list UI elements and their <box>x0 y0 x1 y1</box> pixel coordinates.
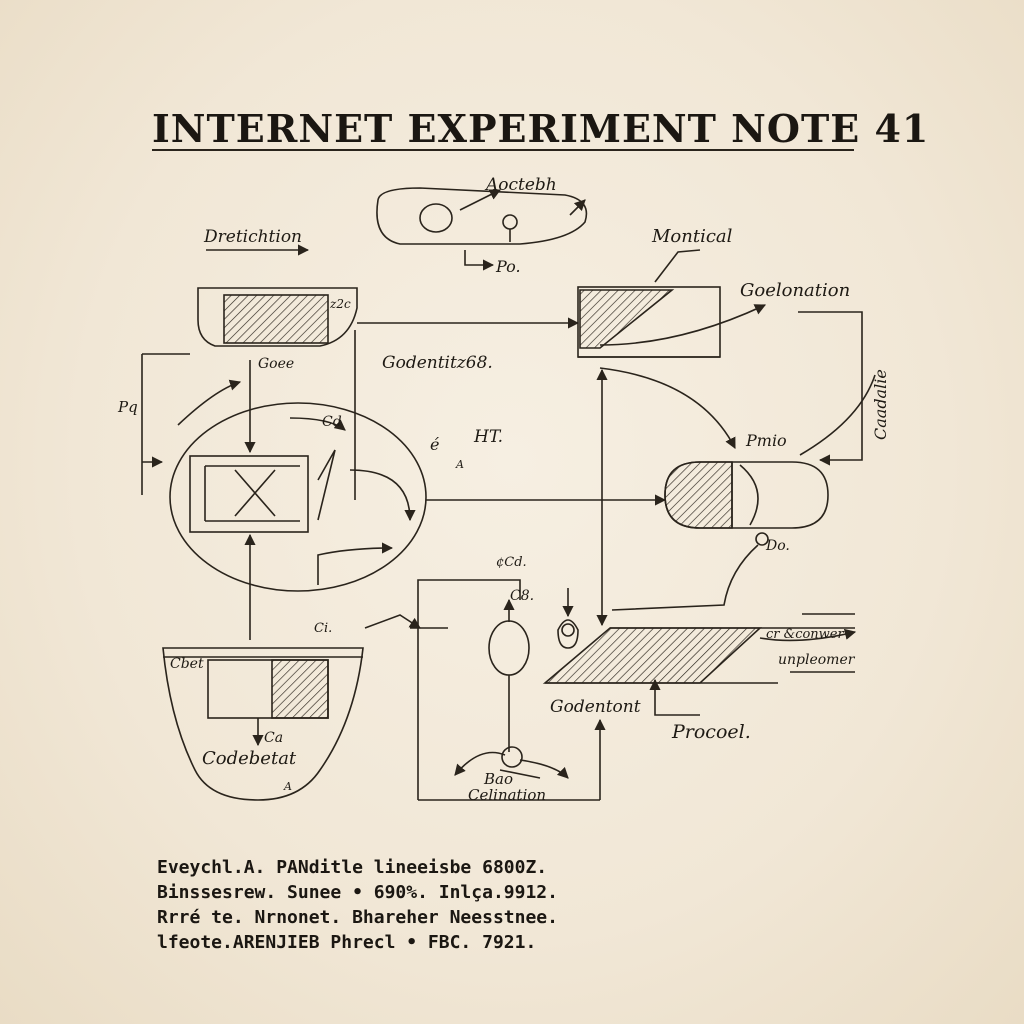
label-godentont: Godentont <box>550 697 641 717</box>
label-ht: HT. <box>473 427 503 447</box>
label-cbet: Cbet <box>170 656 204 672</box>
bottom-node <box>501 746 523 768</box>
caption-line-3: Rrré te. Nrnonet. Bhareher Neesstnee. <box>157 907 558 928</box>
right-capsule-hatch <box>664 461 733 529</box>
top-oval-lens <box>419 203 453 233</box>
caption-line-2: Binssesrew. Sunee • 690%. Inlça.9912. <box>157 882 558 903</box>
caption-block: Eveychl.A. PANditle lineeisbe 6800Z. Bin… <box>157 855 717 955</box>
upper-left-block <box>197 287 358 347</box>
label-unpleomer: unpleomer <box>778 652 856 668</box>
label-b: é <box>430 435 439 454</box>
label-a1: A <box>455 458 464 471</box>
label-ccd: ¢Cd. <box>496 555 527 570</box>
top-oval-pivot <box>502 214 518 230</box>
label-montical: Montical <box>651 226 733 247</box>
label-a2: A <box>283 780 292 793</box>
label-dretichtion: Dretichtion <box>203 227 302 247</box>
bottom-left-bowl <box>162 647 364 801</box>
label-pq: Pq <box>117 398 138 416</box>
label-goee: Goee <box>258 356 294 372</box>
small-drop <box>557 619 579 649</box>
label-ggd: C8. <box>510 588 534 604</box>
label-ca: Ca <box>264 730 283 746</box>
label-codebetat: Codebetat <box>202 748 297 769</box>
page-title: INTERNET EXPERIMENT NOTE 41 <box>152 106 930 151</box>
label-crconwer: cr &conwer <box>766 627 845 642</box>
central-ellipse <box>169 402 427 592</box>
label-z2c: z2c <box>329 297 351 311</box>
x-frame <box>189 455 309 533</box>
label-bao: Bao <box>483 770 513 788</box>
label-aoctebh: Aoctebh <box>484 175 557 195</box>
label-godentitz: Godentitz68. <box>382 353 493 373</box>
bottom-left-hatch <box>271 659 329 719</box>
title-underline <box>152 149 854 151</box>
label-celination: Celination <box>468 786 546 804</box>
label-cd: Cd <box>322 414 342 430</box>
label-pmio: Pmio <box>745 431 787 450</box>
label-po: Po. <box>495 257 521 276</box>
label-ci: Ci. <box>314 621 332 636</box>
label-goelonation: Goelonation <box>740 280 850 301</box>
label-caadalie: Caadalie <box>871 369 890 440</box>
top-oval-shape <box>376 187 588 245</box>
upper-left-hatch <box>223 294 329 344</box>
caption-line-1: Eveychl.A. PANditle lineeisbe 6800Z. <box>157 857 548 878</box>
label-procoel: Procoel. <box>671 721 751 743</box>
upper-right-hatch <box>579 289 675 349</box>
center-lens <box>488 620 530 676</box>
label-do: Do. <box>765 538 790 554</box>
caption-line-4: lfeote.ARENJIEB Phrecl • FBC. 7921. <box>157 932 537 953</box>
